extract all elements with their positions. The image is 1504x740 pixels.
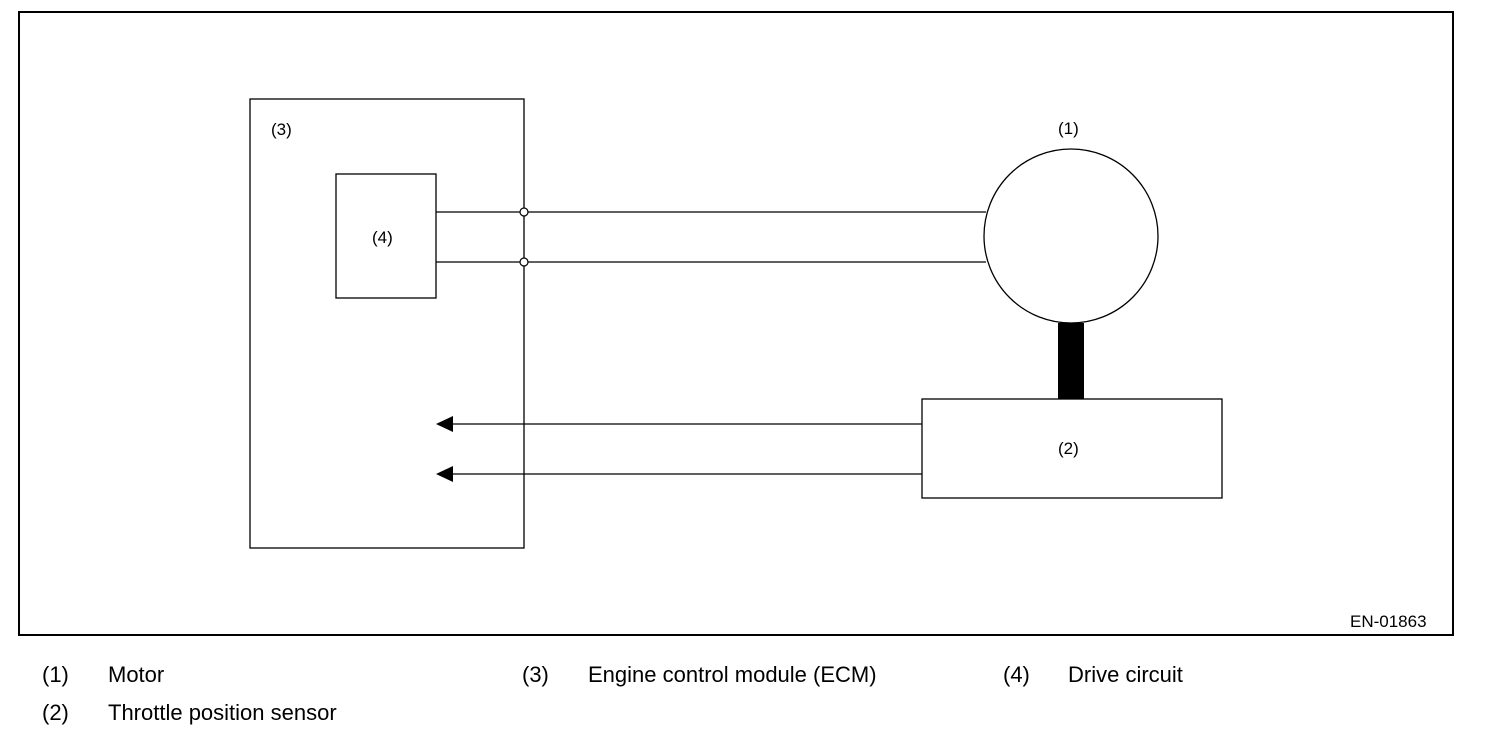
legend-item-4: (4) Drive circuit bbox=[0, 662, 1504, 688]
legend-num-1: (1) bbox=[42, 662, 69, 687]
legend-item-3: (3) Engine control module (ECM) bbox=[0, 662, 1504, 688]
sensor-box bbox=[921, 398, 1223, 499]
ecm-box bbox=[249, 98, 525, 549]
motor-shaft bbox=[1058, 323, 1084, 399]
legend-num-3: (3) bbox=[522, 662, 549, 687]
motor-label: (1) bbox=[1058, 119, 1079, 138]
legend-num-2: (2) bbox=[42, 700, 69, 725]
figure-frame bbox=[18, 11, 1454, 636]
legend-text-1: Motor bbox=[108, 662, 165, 687]
figure-id: EN-01863 bbox=[1350, 612, 1427, 631]
signal-arrow-lower bbox=[436, 466, 453, 482]
sensor-label: (2) bbox=[1058, 439, 1079, 458]
terminal-lower bbox=[519, 257, 529, 267]
ecm-label: (3) bbox=[271, 120, 292, 139]
legend-item-2: (2) Throttle position sensor bbox=[0, 700, 1504, 726]
terminal-upper bbox=[519, 207, 529, 217]
drive-circuit-box bbox=[335, 173, 437, 299]
legend-num-4: (4) bbox=[1003, 662, 1030, 687]
legend-text-2: Throttle position sensor bbox=[108, 700, 337, 725]
legend-item-1: (1) Motor bbox=[0, 662, 1504, 688]
drive-circuit-label: (4) bbox=[372, 228, 393, 247]
motor-circle bbox=[983, 148, 1159, 324]
legend-text-3: Engine control module (ECM) bbox=[588, 662, 877, 687]
legend-text-4: Drive circuit bbox=[1068, 662, 1183, 687]
signal-arrow-upper bbox=[436, 416, 453, 432]
diagram: (3) (4) (1) (2) EN-01863 bbox=[18, 11, 1454, 636]
